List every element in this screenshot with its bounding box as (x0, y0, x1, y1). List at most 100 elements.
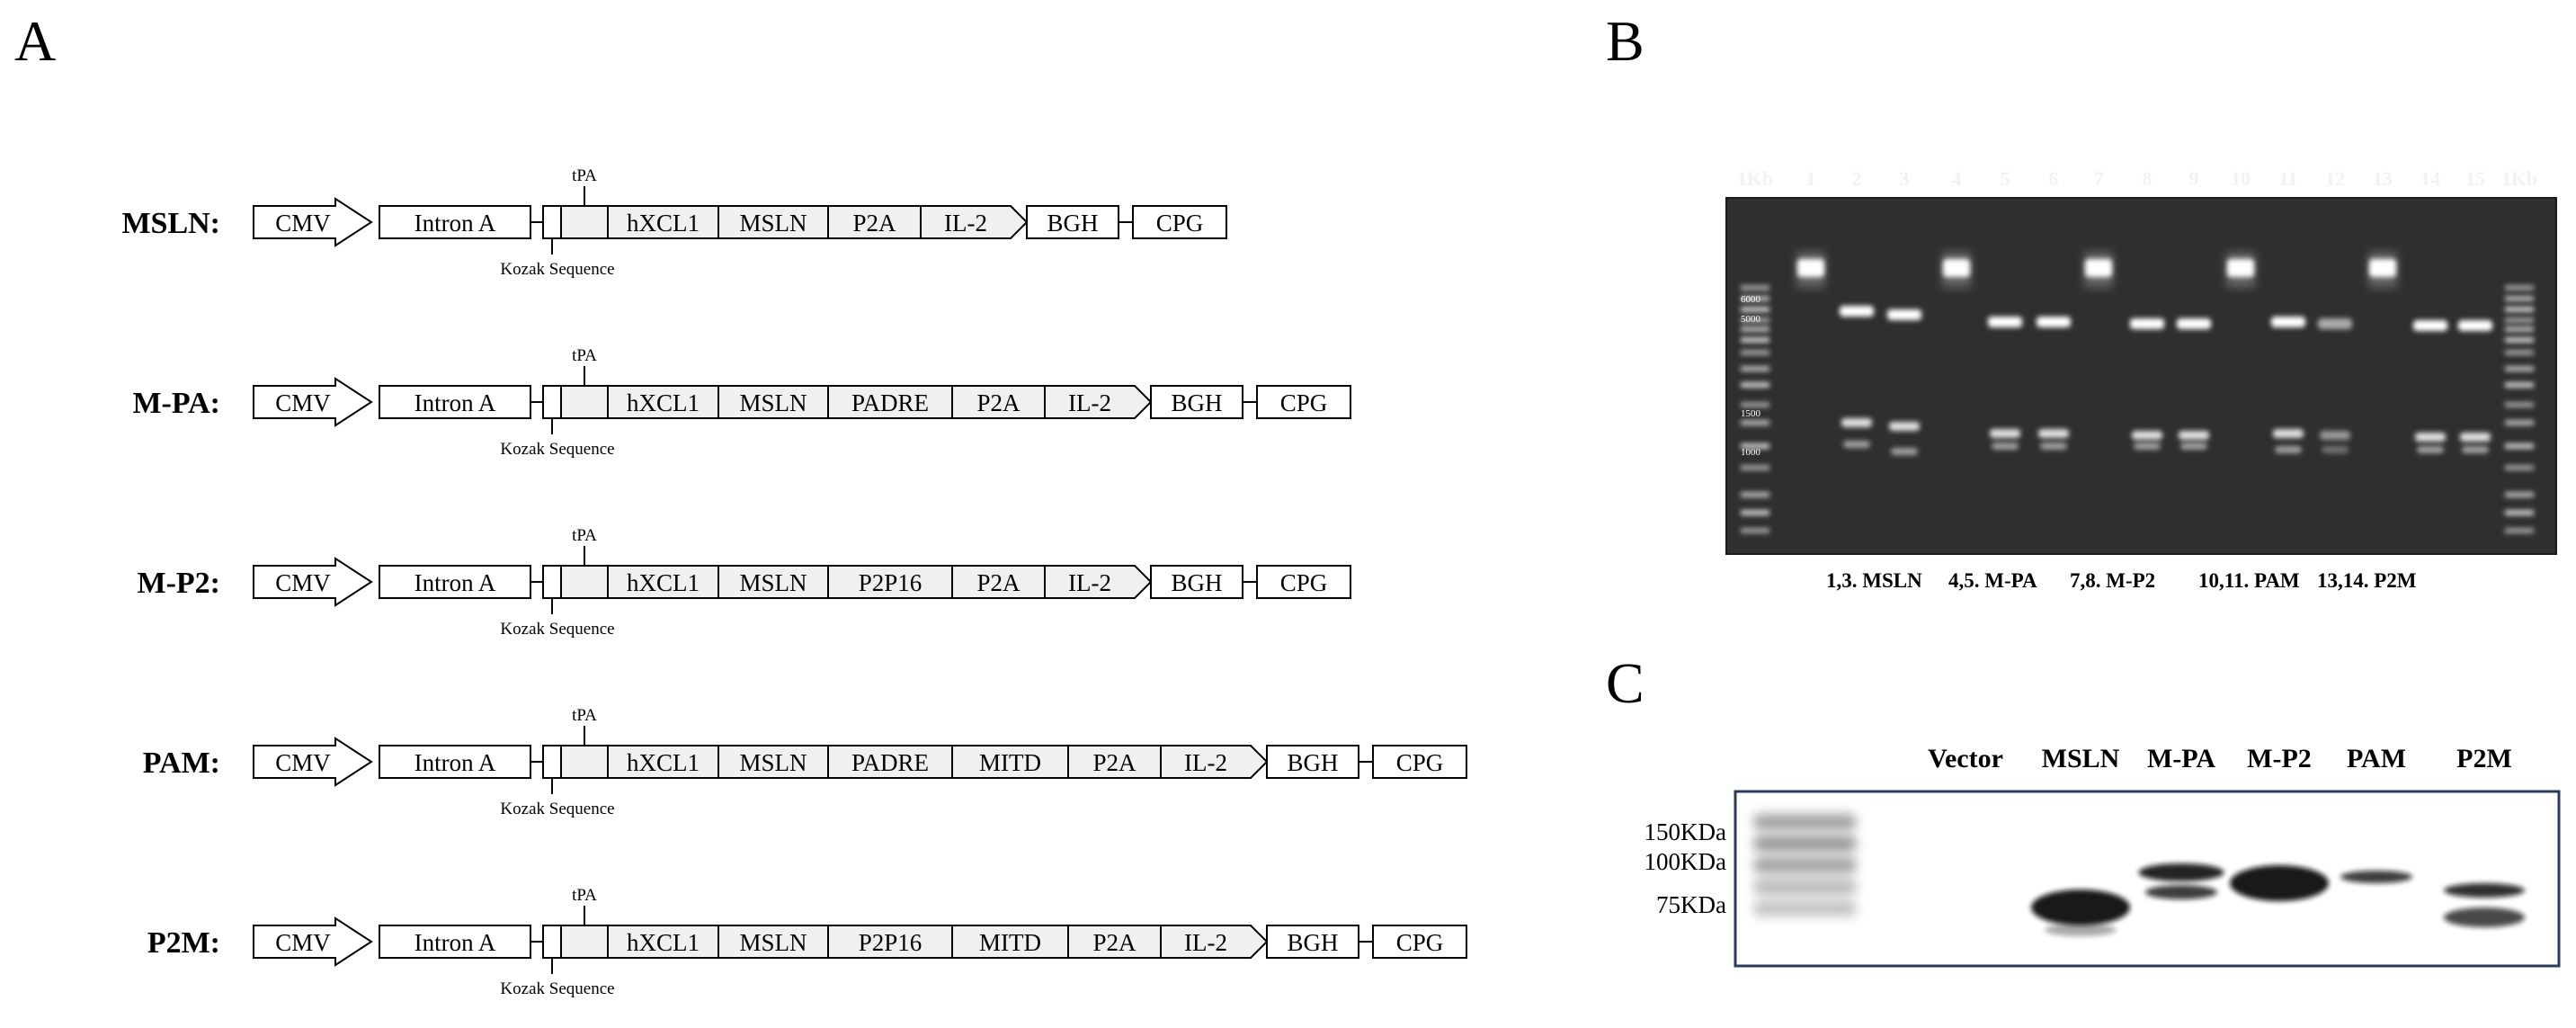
cmv-label: CMV (275, 749, 331, 776)
gel-sample-label: 1,3. MSLN (1826, 569, 1922, 592)
wb-lane-label: M-PA (2147, 744, 2215, 773)
cpg-box (1372, 745, 1467, 779)
vector-backbone-band (2177, 318, 2211, 329)
ladder-band (1741, 350, 1769, 355)
band-glow (1796, 252, 1825, 288)
gel-lane-number: 2 (1852, 167, 1862, 190)
m-pa-band-lower (2145, 885, 2217, 899)
cpg-box (1372, 925, 1467, 959)
cmv-promoter-arrow (253, 737, 373, 787)
ladder-band (1741, 510, 1769, 515)
insert-band-lower (2462, 446, 2489, 453)
segment-label: hXCL1 (627, 210, 700, 237)
wb-lane-label: MSLN (2042, 744, 2120, 773)
tpa-label: tPA (572, 346, 597, 365)
marker-ladder-band (1753, 900, 1857, 916)
insert-segment (827, 565, 953, 599)
segment-label: PADRE (851, 389, 929, 416)
ladder-band (2505, 510, 2534, 515)
ladder-band (1741, 337, 1769, 343)
segment-label: hXCL1 (627, 749, 700, 776)
gel-lane-number: 12 (2325, 167, 2345, 190)
gel-lane-number: 7 (2094, 167, 2104, 190)
cpg-label: CPG (1396, 749, 1444, 776)
insert-segment-arrow (1160, 925, 1269, 959)
insert-segment-arrow (1160, 745, 1269, 779)
marker-ladder-band (1753, 857, 1857, 873)
gel-bands (1741, 252, 2534, 533)
tpa-label: tPA (572, 166, 597, 185)
gel-lane-number: 8 (2143, 167, 2153, 190)
ladder-band (1741, 402, 1769, 407)
gel-lane-number: 6 (2049, 167, 2059, 190)
gel-lane-number: 10 (2231, 167, 2251, 190)
kozak-label: Kozak Sequence (500, 440, 614, 459)
bgh-box (1150, 385, 1243, 419)
ladder-band (1741, 465, 1769, 470)
segment-label: MSLN (739, 389, 807, 416)
insert-band-lower (2322, 446, 2349, 453)
gel-sample-label: 10,11. PAM (2198, 569, 2300, 592)
blot-membrane (1734, 790, 2561, 968)
ladder-band (1741, 296, 1769, 301)
kozak-box (542, 205, 562, 239)
ladder-band (2505, 366, 2534, 371)
segment-label: P2A (1092, 929, 1136, 956)
insert-band-lower (2275, 446, 2302, 453)
insert-band (2460, 433, 2491, 442)
insert-band (1990, 429, 2020, 438)
ladder-band (2505, 528, 2534, 533)
cmv-label: CMV (275, 569, 331, 596)
bgh-label: BGH (1287, 929, 1338, 956)
insert-segment (607, 565, 719, 599)
cmv-promoter-arrow (253, 197, 373, 247)
cpg-label: CPG (1396, 929, 1444, 956)
ladder-band (1741, 285, 1769, 291)
intron-a-label: Intron A (414, 929, 496, 956)
gel-lane-number: 4 (1952, 167, 1962, 190)
ladder-size-label: 1500 (1741, 408, 1761, 419)
band-glow (2368, 252, 2397, 288)
insert-band-lower (1992, 442, 2019, 450)
insert-segment (827, 745, 953, 779)
kozak-box (542, 565, 562, 599)
segment-label: IL-2 (944, 210, 987, 237)
ladder-band (2505, 443, 2534, 449)
wb-lane-label: Vector (1928, 744, 2003, 773)
cmv-promoter-arrow (253, 557, 373, 607)
insert-segment (718, 565, 829, 599)
segment-label: P2A (976, 389, 1021, 416)
insert-band-lower (2417, 446, 2444, 453)
insert-band (2415, 433, 2446, 442)
vector-backbone-band (2130, 318, 2164, 329)
kozak-label: Kozak Sequence (500, 620, 614, 639)
bgh-box (1266, 745, 1359, 779)
ladder-band (2505, 317, 2534, 323)
tpa-box (560, 925, 609, 959)
insert-segment (607, 745, 719, 779)
insert-band (1889, 422, 1920, 431)
cpg-label: CPG (1156, 210, 1204, 237)
insert-band-lower (2134, 442, 2161, 450)
insert-band-lower (2040, 442, 2067, 450)
panel-b-label: B (1606, 9, 1645, 73)
wb-lane-label: M-P2 (2247, 744, 2312, 773)
gel-sample-label: 13,14. P2M (2317, 569, 2417, 592)
construct-name: M-PA: (132, 387, 220, 420)
insert-band (2038, 429, 2069, 438)
ladder-band (2505, 382, 2534, 388)
vector-backbone-band (2037, 317, 2071, 327)
ladder-band (2505, 465, 2534, 470)
wb-marker-label: 75KDa (1656, 891, 1726, 918)
gel-sample-label: 7,8. M-P2 (2070, 569, 2156, 592)
bgh-label: BGH (1047, 210, 1098, 237)
insert-band-lower (1843, 441, 1870, 448)
insert-segment-arrow (1044, 385, 1153, 419)
tpa-box (560, 745, 609, 779)
bgh-box (1026, 205, 1119, 239)
construct-name: P2M: (147, 926, 220, 960)
tpa-box (560, 565, 609, 599)
